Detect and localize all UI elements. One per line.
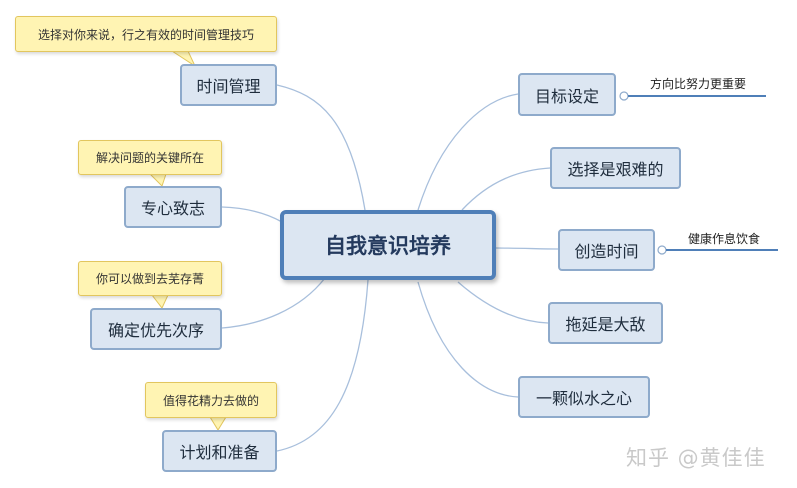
- note-create-time: 健康作息饮食: [688, 232, 761, 246]
- branch-time-management[interactable]: 时间管理: [180, 64, 277, 106]
- connector-priority: [221, 277, 326, 329]
- branch-focus[interactable]: 专心致志: [124, 186, 222, 228]
- branch-priority[interactable]: 确定优先次序: [90, 308, 222, 350]
- callout-planning: 值得花精力去做的: [145, 382, 277, 418]
- note-connector-dot-create-time: [657, 245, 667, 255]
- callout-priority: 你可以做到去芜存菁: [78, 261, 222, 296]
- note-connector-dot-goal: [619, 91, 629, 101]
- branch-planning[interactable]: 计划和准备: [162, 430, 277, 472]
- connector-focus: [221, 206, 283, 223]
- branch-calm-heart[interactable]: 一颗似水之心: [518, 376, 650, 418]
- watermark-text: 知乎 @黄佳佳: [626, 446, 766, 470]
- callout-pointer-4: [209, 416, 227, 431]
- note-goal-setting: 方向比努力更重要: [650, 77, 747, 91]
- connector-calm-heart: [417, 281, 519, 398]
- callout-time-management: 选择对你来说，行之有效的时间管理技巧: [15, 16, 277, 52]
- connector-time-management: [276, 84, 366, 211]
- branch-goal-setting[interactable]: 目标设定: [518, 73, 616, 116]
- callout-pointer-2: [148, 173, 167, 187]
- callout-focus: 解决问题的关键所在: [78, 140, 222, 175]
- callout-pointer-3: [150, 294, 169, 309]
- connector-planning: [276, 279, 369, 452]
- branch-hard-choice[interactable]: 选择是艰难的: [550, 147, 681, 189]
- connector-hard-choice: [461, 167, 551, 211]
- central-topic[interactable]: 自我意识培养: [280, 210, 496, 280]
- connector-procrastination: [457, 281, 549, 324]
- branch-procrastination[interactable]: 拖延是大敌: [548, 302, 663, 344]
- connector-create-time: [494, 247, 559, 250]
- branch-create-time[interactable]: 创造时间: [558, 229, 655, 271]
- connector-goal-setting: [417, 93, 519, 211]
